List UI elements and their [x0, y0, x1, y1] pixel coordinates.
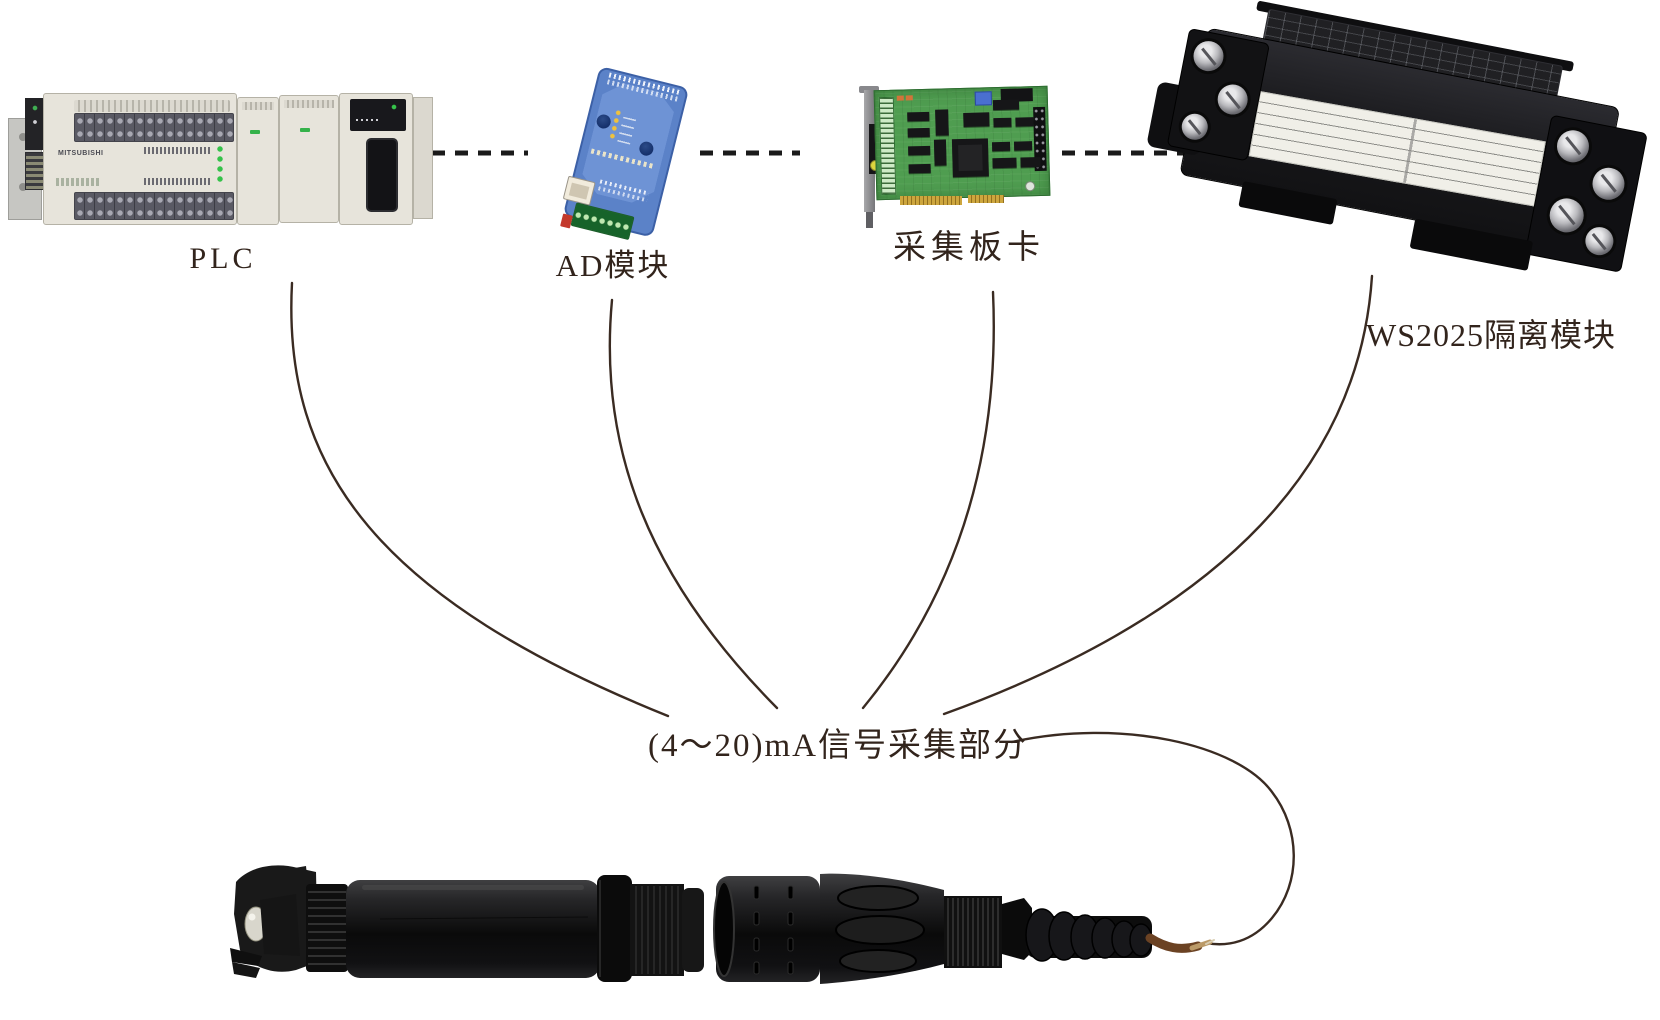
pcb-mount-hole [1025, 181, 1036, 192]
pcb-chip [992, 99, 1020, 111]
terminal-screw [1582, 224, 1616, 258]
ws2025-body [1146, 0, 1648, 273]
plc-model-marking [56, 178, 100, 186]
card-pcb [873, 85, 1051, 201]
pcb-component [905, 95, 913, 101]
card-gold-edge-fingers [900, 196, 962, 205]
plc-io-label-row [144, 178, 210, 185]
ad-module-photo [540, 56, 740, 241]
plc-io-label-row [144, 147, 210, 154]
ad-module-body [560, 66, 690, 241]
pcb-chip [907, 111, 930, 122]
card-terminal-header [878, 96, 897, 196]
terminal-screw [1215, 81, 1251, 118]
plc-card-slot [366, 138, 398, 212]
pcb-chip [1020, 156, 1041, 168]
label-ws2025-module: WS2025隔离模块 [1366, 317, 1617, 353]
plc-brand-text: MITSUBISHI [58, 150, 104, 157]
acquisition-card-photo [856, 85, 1056, 228]
pcb-chip [933, 139, 947, 166]
pcb-chip [907, 127, 930, 138]
card-bracket-tab [859, 86, 879, 93]
card-gold-edge-fingers [968, 195, 1004, 203]
sensor-probe-body [230, 865, 704, 982]
curve-ad-to-center [608, 298, 779, 710]
plc-left-module [25, 98, 45, 150]
terminal-screw [1546, 195, 1587, 236]
ws2025-module-photo [1146, 0, 1652, 284]
ad-green-terminal-block [570, 202, 635, 241]
curve-card-to-center [861, 290, 995, 710]
label-plc: PLC [189, 242, 257, 275]
plc-end-cap [413, 97, 433, 219]
pcb-chip [908, 145, 931, 156]
label-acquisition-card: 采集板卡 [893, 230, 1045, 266]
curve-center-to-sensor-wire [1010, 731, 1295, 946]
terminal-screw [1589, 165, 1628, 203]
plc-status-leds [214, 144, 226, 184]
plc-main-unit: MITSUBISHI [43, 93, 237, 225]
plc-expansion-module [279, 95, 339, 223]
pcb-chip [935, 109, 949, 136]
pcb-chip [993, 117, 1012, 128]
plc-expansion-module [237, 97, 279, 225]
plc-bottom-terminal-strip [74, 192, 234, 220]
card-bracket-tail [866, 212, 873, 228]
plc-special-module [339, 93, 413, 225]
plc-top-terminal-strip [74, 113, 234, 142]
terminal-screw [1179, 111, 1211, 143]
pcb-chip [1013, 141, 1033, 151]
pcb-chip [991, 141, 1011, 152]
pcb-chip [951, 138, 989, 178]
pcb-component [896, 95, 904, 101]
pcb-chip [908, 163, 931, 174]
plc-photo: MITSUBISHI [8, 88, 444, 228]
label-ad-module: AD模块 [555, 248, 671, 283]
curve-plc-to-center [290, 281, 670, 718]
terminal-screw [1190, 38, 1227, 74]
plc-terminal-cover [74, 100, 230, 112]
pcb-blue-component [974, 91, 993, 106]
sensor-connector-cap [713, 873, 1153, 984]
terminal-screw [1554, 127, 1592, 166]
label-signal-acquisition-section: (4～20)mA信号采集部分 [648, 728, 1028, 764]
pcb-chip [1015, 117, 1034, 127]
pcb-chip [963, 112, 990, 127]
pcb-chip [992, 157, 1017, 169]
curve-ws2025-to-center [942, 274, 1374, 716]
plc-display-panel [350, 99, 406, 131]
sensor-wire [1145, 933, 1215, 953]
